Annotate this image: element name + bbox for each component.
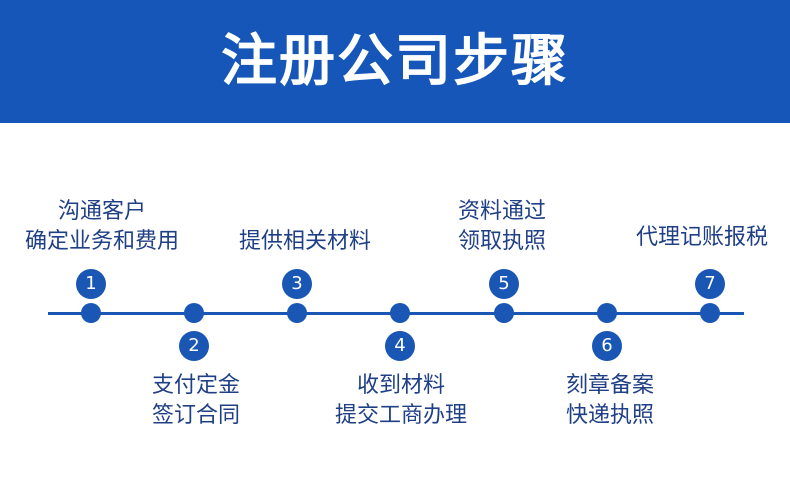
step-6-label: 刻章备案 快递执照 [500, 371, 720, 431]
step-1-badge: 1 [76, 269, 106, 299]
page-title: 注册公司步骤 [221, 29, 569, 94]
step-5-dot [494, 303, 514, 323]
step-7-line-1: 代理记账报税 [635, 225, 768, 250]
step-2-dot [184, 303, 204, 323]
step-7-dot [700, 303, 720, 323]
step-7-badge: 7 [695, 269, 725, 299]
step-4-label: 收到材料 提交工商办理 [291, 371, 511, 431]
step-1-line-1: 沟通客户 [57, 199, 146, 224]
step-6-line-2: 快递执照 [565, 403, 654, 428]
step-1-dot [81, 303, 101, 323]
step-2-line-1: 支付定金 [151, 373, 240, 398]
step-6-badge: 6 [592, 331, 622, 361]
step-4-badge: 4 [385, 331, 415, 361]
step-1-label: 沟通客户 确定业务和费用 [0, 197, 212, 257]
step-3-badge: 3 [282, 269, 312, 299]
step-4-line-1: 收到材料 [356, 373, 445, 398]
step-2-badge: 2 [179, 331, 209, 361]
step-5-line-2: 领取执照 [457, 229, 546, 254]
step-2-label: 支付定金 签订合同 [86, 371, 306, 431]
step-5-line-1: 资料通过 [457, 199, 546, 224]
step-2-line-2: 签订合同 [151, 403, 240, 428]
step-5-badge: 5 [489, 269, 519, 299]
title-banner [0, 0, 790, 123]
step-6-dot [597, 303, 617, 323]
step-1-line-2: 确定业务和费用 [24, 229, 179, 254]
step-3-line-1: 提供相关材料 [238, 229, 371, 254]
step-4-line-2: 提交工商办理 [334, 403, 467, 428]
step-3-label: 提供相关材料 [195, 227, 415, 257]
step-4-dot [390, 303, 410, 323]
step-7-label: 代理记账报税 [592, 223, 790, 253]
step-6-line-1: 刻章备案 [565, 373, 654, 398]
step-5-label: 资料通过 领取执照 [392, 197, 612, 257]
step-3-dot [287, 303, 307, 323]
